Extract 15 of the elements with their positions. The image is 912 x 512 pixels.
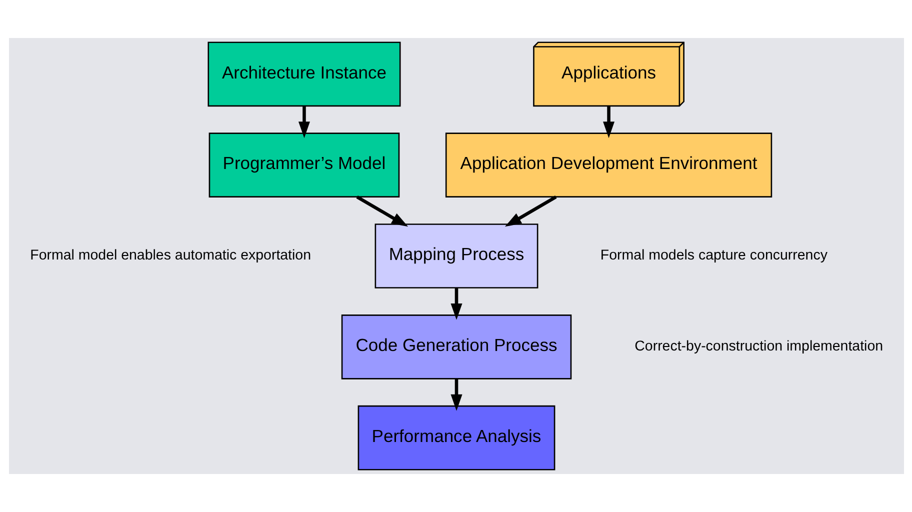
label: Formal model enables automatic exportation	[30, 248, 311, 264]
node-box: Architecture Instance	[207, 42, 400, 107]
node-box: Mapping Process	[374, 224, 538, 288]
arrow	[298, 106, 310, 138]
arrow	[356, 196, 408, 227]
arrow	[450, 288, 462, 320]
node-box: Code Generation Process	[340, 314, 572, 380]
arrow	[602, 106, 614, 138]
arrow	[450, 379, 462, 411]
node-box: Programmer’s Model	[208, 132, 400, 198]
node-box: Application Development Environment	[444, 132, 772, 198]
node-box: Performance Analysis	[357, 405, 555, 470]
arrow	[504, 196, 556, 227]
label: Correct-by-construction implementation	[634, 338, 883, 355]
label: Formal models capture concurrency	[600, 248, 827, 264]
